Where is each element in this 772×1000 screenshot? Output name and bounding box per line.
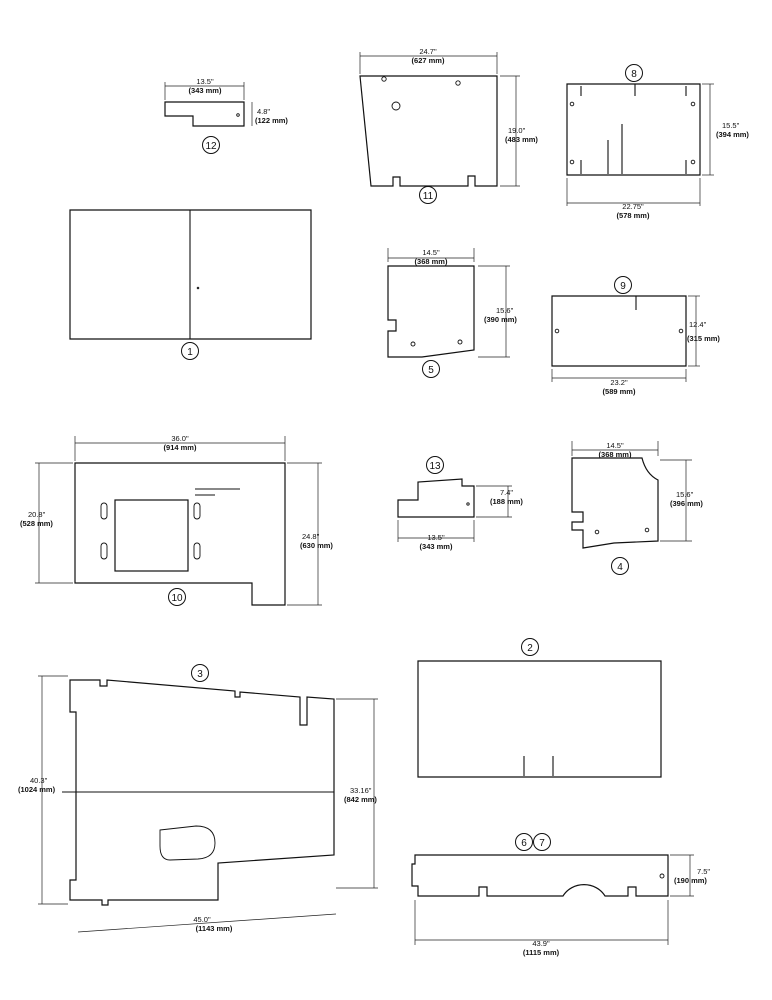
part-1-number: 1 <box>187 347 193 358</box>
part-4-width-imperial: 14.5" <box>606 441 624 450</box>
part-3-width-imperial: 45.0" <box>193 915 211 924</box>
part-10-width-imperial: 36.0" <box>171 434 189 443</box>
part-5-width-metric: (368 mm) <box>415 257 448 266</box>
part-11-outline <box>359 75 498 187</box>
part-11-width-metric: (627 mm) <box>412 56 445 65</box>
part-13-width-imperial: 13.5" <box>427 533 445 542</box>
part-9-height-metric: (315 mm) <box>687 334 720 343</box>
part-3-width-metric: (1143 mm) <box>196 924 233 933</box>
part-4-height-imperial: 15.6" <box>676 490 694 499</box>
part-10-width-metric: (914 mm) <box>164 443 197 452</box>
part-13-height-metric: (188 mm) <box>490 497 523 506</box>
part-9-height-imperial: 12.4" <box>689 320 707 329</box>
part-12-number: 12 <box>205 141 217 152</box>
part-13-number: 13 <box>429 461 441 472</box>
part-9-width-imperial: 23.2" <box>610 378 628 387</box>
part-10-right-height-metric: (630 mm) <box>300 541 333 550</box>
part-4: 14.5" (368 mm) 15.6" (396 mm) 4 <box>571 441 703 575</box>
part-10-number: 10 <box>171 593 183 604</box>
part-5-number: 5 <box>428 365 434 376</box>
part-9-number: 9 <box>620 281 626 292</box>
part-10-left-height-imperial: 20.8" <box>28 510 46 519</box>
part-5-height-imperial: 15.6" <box>496 306 514 315</box>
part-6-7: 6 7 7.5" (190 mm) 43.9" (1115 mm) <box>411 833 710 957</box>
part-12-outline <box>164 101 245 127</box>
part-6-7-height-imperial: 7.5" <box>697 867 710 876</box>
part-2-number: 2 <box>527 643 533 654</box>
part-12-width-metric: (343 mm) <box>189 86 222 95</box>
part-13-width-metric: (343 mm) <box>420 542 453 551</box>
part-3-number: 3 <box>197 669 203 680</box>
part-13: 13 7.4" (188 mm) 13.5" (343 mm) <box>397 456 523 551</box>
part-3-right-height-imperial: 33.16" <box>350 786 372 795</box>
part-6-7-height-metric: (190 mm) <box>674 876 707 885</box>
part-2-outline <box>417 660 662 778</box>
part-3-left-height-metric: (1024 mm) <box>18 785 56 794</box>
part-6-number: 6 <box>521 838 527 849</box>
part-6-7-outline <box>411 854 669 897</box>
part-9-outline <box>551 295 687 367</box>
part-5-height-metric: (390 mm) <box>484 315 517 324</box>
part-5: 14.5" (368 mm) 15.6" (390 mm) 5 <box>387 248 517 378</box>
part-2: 2 <box>417 638 662 778</box>
part-12-width-imperial: 13.5" <box>196 77 214 86</box>
part-6-7-width-metric: (1115 mm) <box>523 948 560 957</box>
part-12-height-metric: (122 mm) <box>255 116 288 125</box>
part-8-number: 8 <box>631 69 637 80</box>
part-8-width-metric: (578 mm) <box>617 211 650 220</box>
part-11-height-metric: (483 mm) <box>505 135 538 144</box>
part-9-width-metric: (589 mm) <box>603 387 636 396</box>
part-4-number: 4 <box>617 562 623 573</box>
part-8-height-metric: (394 mm) <box>716 130 749 139</box>
part-7-number: 7 <box>539 838 545 849</box>
part-10-right-height-imperial: 24.8" <box>302 532 320 541</box>
part-1: 1 <box>69 209 312 360</box>
part-11-width-imperial: 24.7" <box>419 47 437 56</box>
part-8-outline <box>566 83 701 176</box>
part-3: 3 40.3" (1024 mm) 33.16" (842 mm) 45.0" … <box>18 664 378 933</box>
part-4-outline <box>571 457 659 549</box>
part-11-height-imperial: 19.0" <box>508 126 526 135</box>
part-3-left-height-imperial: 40.3" <box>30 776 48 785</box>
part-13-height-imperial: 7.4" <box>500 488 513 497</box>
part-10: 36.0" (914 mm) 20.8" (528 mm) 24.8" (630… <box>20 434 333 606</box>
part-8-width-imperial: 22.75" <box>622 202 644 211</box>
part-3-right-height-metric: (842 mm) <box>344 795 377 804</box>
part-12: 13.5" (343 mm) 4.8" (122 mm) 12 <box>164 77 288 154</box>
part-12-height-imperial: 4.8" <box>257 107 270 116</box>
part-8: 8 15.5" (394 mm) 22.75" (578 mm) <box>566 64 749 220</box>
part-11: 24.7" (627 mm) 19.0" (483 mm) 11 <box>359 47 538 204</box>
part-5-width-imperial: 14.5" <box>422 248 440 257</box>
part-4-height-metric: (396 mm) <box>670 499 703 508</box>
part-6-7-width-imperial: 43.9" <box>532 939 550 948</box>
part-5-outline <box>387 265 475 358</box>
part-13-outline <box>397 478 475 518</box>
part-11-number: 11 <box>423 191 434 202</box>
part-8-height-imperial: 15.5" <box>722 121 740 130</box>
part-10-left-height-metric: (528 mm) <box>20 519 53 528</box>
part-4-width-metric: (368 mm) <box>599 450 632 459</box>
part-9: 9 12.4" (315 mm) 23.2" (589 mm) <box>551 276 720 396</box>
